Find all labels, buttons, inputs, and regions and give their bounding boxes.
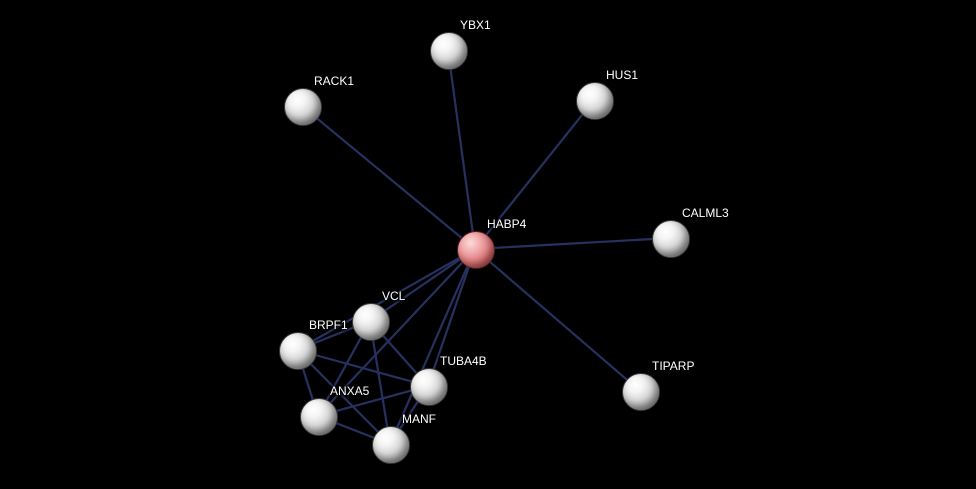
node-BRPF1[interactable] <box>279 332 317 370</box>
edge-HABP4-CALML3[interactable] <box>473 236 672 251</box>
node-TIPARP[interactable] <box>622 373 660 411</box>
node-YBX1[interactable] <box>430 32 468 70</box>
edge-HABP4-RACK1[interactable] <box>300 104 477 251</box>
edge-HABP4-ANXA5[interactable] <box>316 247 477 418</box>
node-HUS1[interactable] <box>576 82 614 120</box>
node-CALML3[interactable] <box>652 220 690 258</box>
node-HABP4[interactable] <box>457 231 495 269</box>
edge-HABP4-YBX1[interactable] <box>446 48 477 251</box>
edge-HABP4-MANF[interactable] <box>388 247 477 446</box>
edge-VCL-MANF[interactable] <box>368 319 392 446</box>
node-MANF[interactable] <box>372 426 410 464</box>
node-RACK1[interactable] <box>284 88 322 126</box>
edge-HABP4-TUBA4B[interactable] <box>426 247 477 388</box>
edge-HABP4-HUS1[interactable] <box>473 98 596 251</box>
edge-BRPF1-TUBA4B[interactable] <box>295 348 430 388</box>
edge-HABP4-TIPARP[interactable] <box>473 247 642 393</box>
edge-BRPF1-MANF[interactable] <box>295 348 392 446</box>
node-TUBA4B[interactable] <box>410 368 448 406</box>
edge-HABP4-VCL[interactable] <box>368 247 477 323</box>
node-VCL[interactable] <box>352 303 390 341</box>
node-ANXA5[interactable] <box>300 398 338 436</box>
edge-HABP4-BRPF1[interactable] <box>295 247 477 352</box>
